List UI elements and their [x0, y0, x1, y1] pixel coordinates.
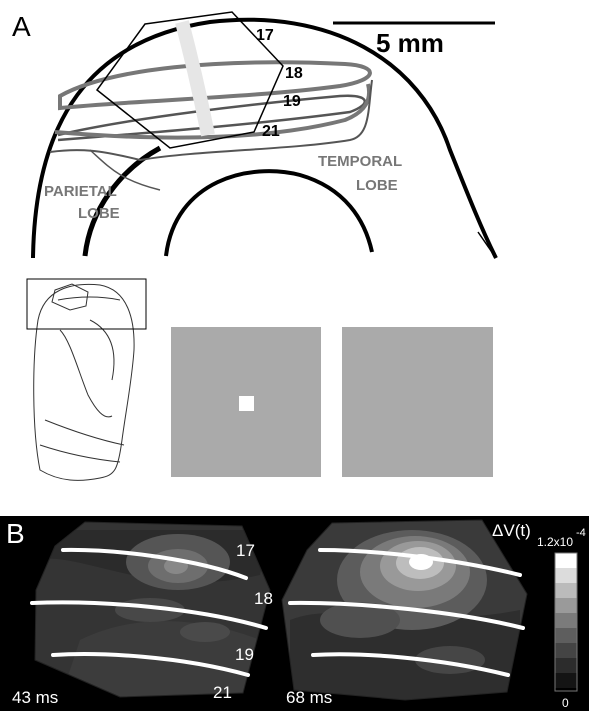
gyrus-contour-1 — [60, 62, 370, 108]
scale-bar-label: 5 mm — [376, 28, 444, 58]
area-label-21: 21 — [262, 123, 280, 140]
parietal-lobe-label-1: PARIETAL — [44, 183, 117, 200]
sulcus-arc-left — [85, 148, 160, 256]
brain-overview — [27, 279, 146, 480]
colorbar-min-label: 0 — [562, 696, 569, 710]
stimulus-frame-blank — [342, 327, 493, 477]
colorbar-max-exponent: -4 — [576, 527, 586, 539]
colorbar-max-label: 1.2x10 — [537, 535, 573, 549]
panel-a-label: A — [12, 11, 31, 42]
time-label-43ms: 43 ms — [12, 688, 58, 707]
time-label-68ms: 68 ms — [286, 688, 332, 707]
area-label-19: 19 — [283, 93, 301, 110]
sulcus-arc-right — [166, 171, 372, 256]
temporal-lobe-label-2: LOBE — [356, 177, 398, 194]
parietal-lobe-label-2: LOBE — [78, 205, 120, 222]
temporal-lobe-label-1: TEMPORAL — [318, 153, 402, 170]
b-area-label-21: 21 — [213, 683, 232, 702]
vertical-shading — [182, 22, 208, 135]
panel-b-label: B — [6, 518, 25, 549]
b-area-label-17: 17 — [236, 541, 255, 560]
brain-overview-outline — [34, 284, 134, 480]
area-label-18: 18 — [285, 65, 303, 82]
colorbar-title: ΔV(t) — [492, 521, 531, 540]
b-area-label-19: 19 — [235, 645, 254, 664]
colorbar — [555, 553, 577, 691]
area-label-17: 17 — [256, 27, 274, 44]
panel-a: A 5 mm 17 18 19 21 PARIETAL LOBE TEMPORA… — [12, 11, 496, 480]
b-area-label-18: 18 — [254, 589, 273, 608]
panel-b: B — [0, 516, 589, 711]
stimulus-spot — [239, 396, 254, 411]
